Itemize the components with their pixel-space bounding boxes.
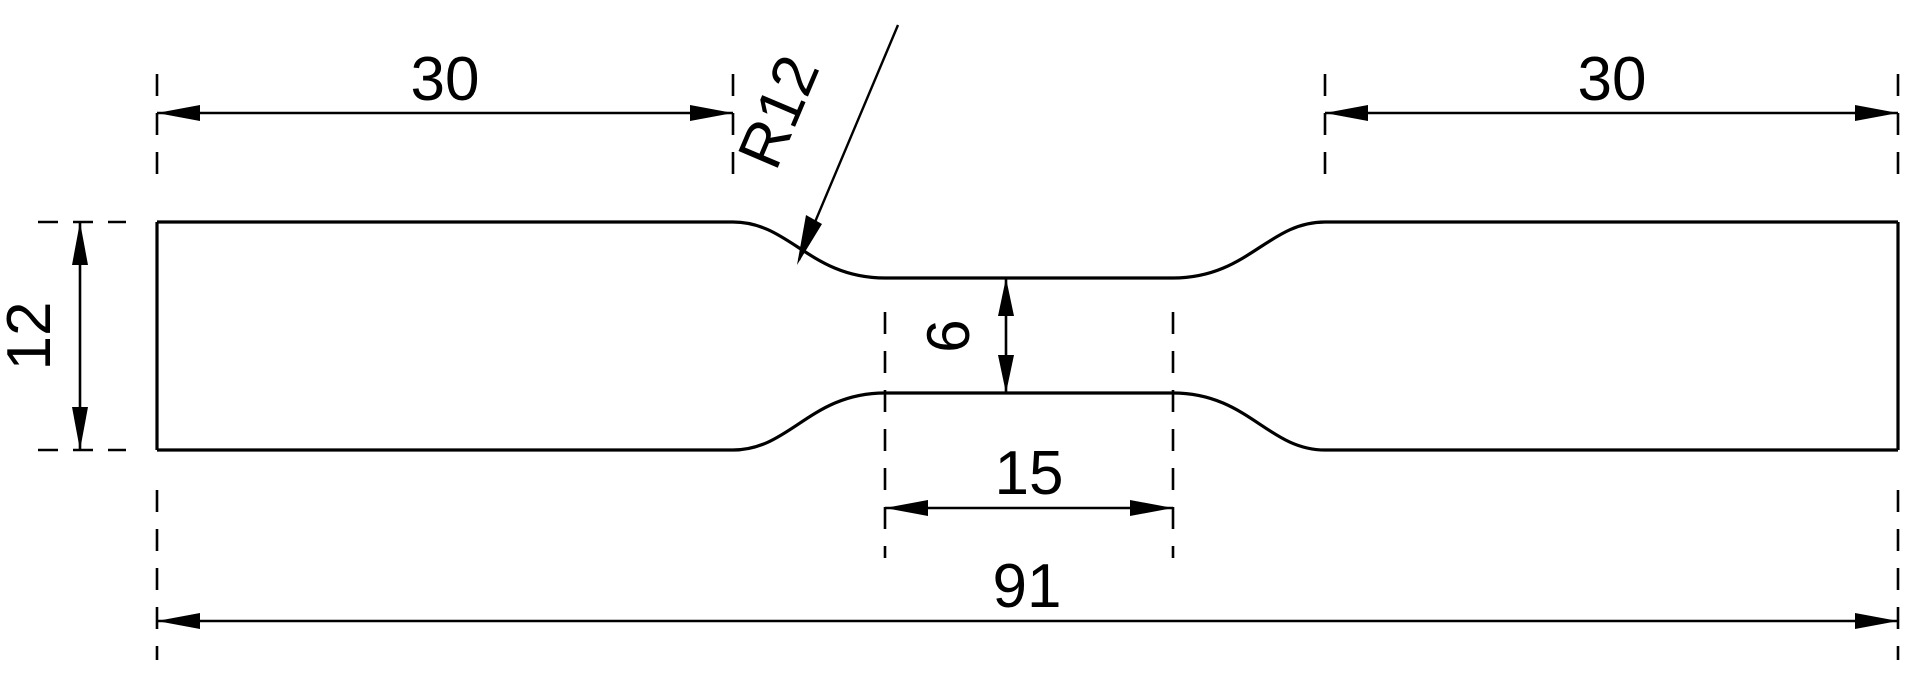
dimension-grip-width: 12 [0,222,88,450]
arrow-head-r12 [797,215,822,265]
dim-label-grip-width: 12 [0,302,64,371]
dimension-gauge-width: 6 [915,278,1014,393]
dimension-fillet-radius: R12 [725,24,900,265]
arrow-head-15-right [1130,500,1173,516]
dim-label-gauge-width: 6 [915,319,982,352]
dim-label-grip-left: 30 [411,45,480,114]
dim-label-grip-right: 30 [1578,45,1647,114]
specimen-top-profile [157,220,1898,280]
arrow-head-left-30-end [690,105,733,121]
specimen-outline-group [155,220,1900,452]
dim-label-gauge-length: 15 [995,439,1064,508]
dimension-gauge-length: 15 [885,439,1173,516]
arrow-head-12-bottom [72,407,88,450]
extension-lines-group [38,74,1900,660]
arrow-head-right-30-start [1325,105,1368,121]
arrow-head-91-left [157,613,200,629]
dimension-overall-length: 91 [157,552,1898,629]
arrow-head-15-left [885,500,928,516]
arrow-head-91-right [1855,613,1898,629]
dim-label-overall-length: 91 [993,552,1062,621]
dimension-grip-left: 30 [157,45,733,121]
arrow-head-right-30-end [1855,105,1898,121]
arrow-head-6-top [998,278,1014,316]
dim-label-fillet-radius: R12 [725,46,833,178]
arrow-head-left-30-start [157,105,200,121]
dimension-grip-right: 30 [1325,45,1898,121]
arrow-head-6-bottom [998,355,1014,393]
arrow-head-12-top [72,222,88,265]
specimen-bottom-profile [157,391,1898,452]
